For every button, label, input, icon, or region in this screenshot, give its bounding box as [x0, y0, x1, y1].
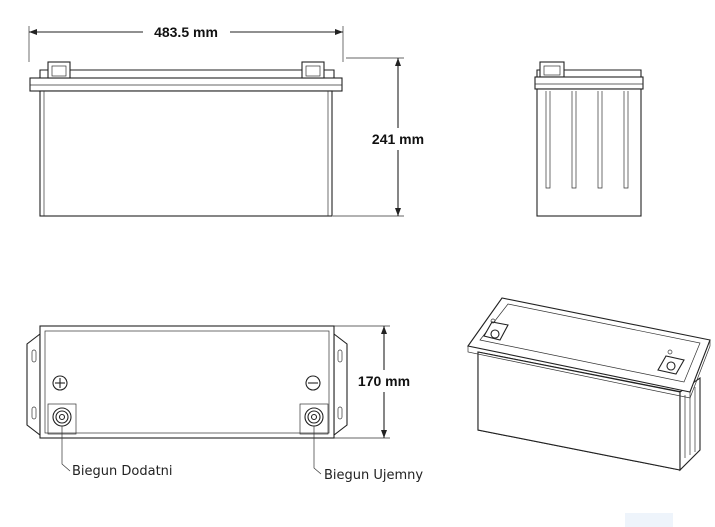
height-dimension: 241 mm — [333, 57, 424, 217]
side-view — [534, 61, 644, 217]
isometric-view — [467, 297, 711, 472]
top-view — [26, 325, 348, 439]
negative-terminal-callout: Biegun Ujemny — [313, 426, 423, 483]
front-view — [29, 61, 343, 217]
height-label: 241 mm — [372, 131, 424, 147]
corner-placeholder — [625, 513, 673, 527]
length-label: 483.5 mm — [154, 24, 218, 40]
length-dimension: 483.5 mm — [28, 24, 344, 62]
positive-terminal-label: Biegun Dodatni — [72, 464, 173, 479]
width-label: 170 mm — [358, 373, 410, 389]
negative-terminal-label: Biegun Ujemny — [324, 468, 423, 483]
width-dimension: 170 mm — [334, 325, 410, 439]
positive-terminal-callout: Biegun Dodatni — [61, 426, 173, 479]
